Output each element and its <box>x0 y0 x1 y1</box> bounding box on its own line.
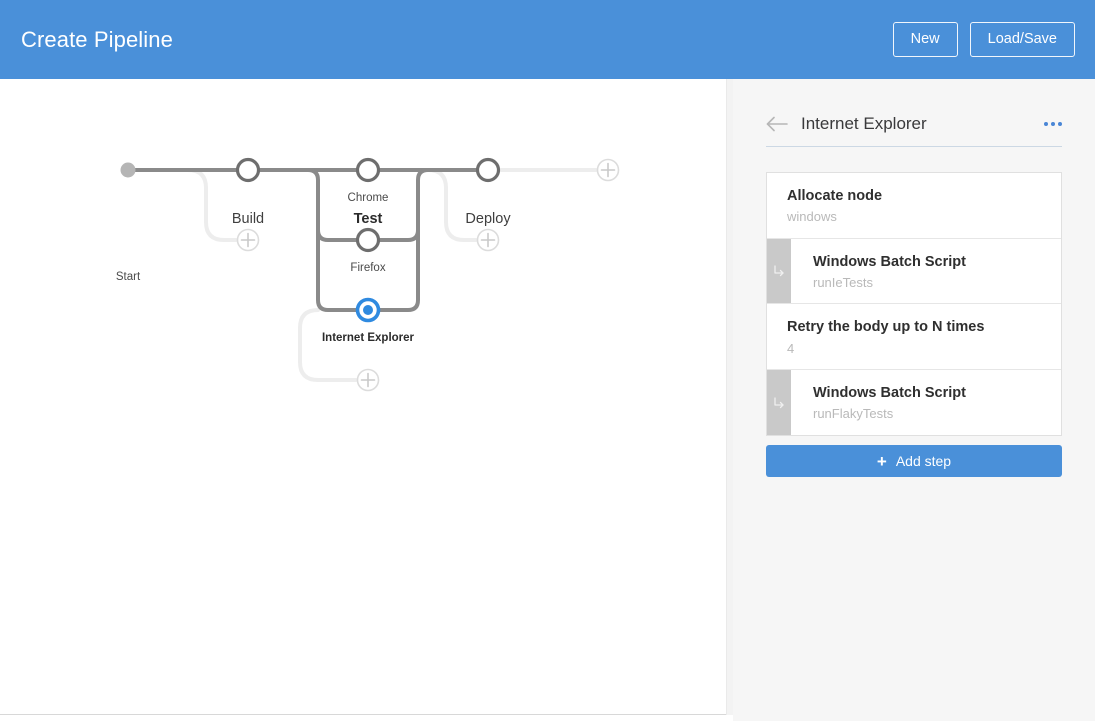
list-item[interactable]: Windows Batch Script runIeTests <box>767 238 1061 305</box>
step-title: Windows Batch Script <box>813 385 966 402</box>
back-arrow-icon[interactable] <box>766 116 788 132</box>
list-item[interactable]: Retry the body up to N times 4 <box>767 304 1061 371</box>
more-options-icon[interactable] <box>1038 118 1062 130</box>
step-subtitle: windows <box>787 209 837 225</box>
panel-header: Internet Explorer <box>766 115 1062 147</box>
step-subtitle: 4 <box>787 340 795 356</box>
nested-arrow-icon <box>774 396 784 408</box>
step-list: Allocate node windows Windows Batch Scri… <box>766 172 1062 436</box>
canvas-scrollbar[interactable] <box>726 79 733 715</box>
kebab-dot <box>1058 121 1062 126</box>
step-subtitle: runIeTests <box>813 274 873 290</box>
stage-label-deploy[interactable]: Deploy <box>465 211 511 227</box>
add-parallel-branch-button[interactable] <box>356 368 380 392</box>
step-title: Windows Batch Script <box>813 253 966 270</box>
pipeline-edges <box>126 168 478 312</box>
step-content: Retry the body up to N times 4 <box>767 304 1061 369</box>
branch-label-internet-explorer[interactable]: Internet Explorer <box>321 332 415 344</box>
stage-label-build[interactable]: Build <box>231 211 265 227</box>
step-title: Allocate node <box>787 188 883 204</box>
add-step-label: Add step <box>895 453 952 469</box>
kebab-dot <box>1044 121 1048 126</box>
new-button[interactable]: New <box>892 22 958 57</box>
step-details-panel: Internet Explorer Allocate node windows … <box>733 79 1095 721</box>
add-stage-after-build-button[interactable] <box>236 228 260 252</box>
step-title: Retry the body up to N times <box>787 319 985 336</box>
load-save-button[interactable]: Load/Save <box>969 22 1075 57</box>
add-step-button[interactable]: + Add step <box>766 445 1062 477</box>
start-label: Start <box>115 271 141 283</box>
stage-node-test-chrome[interactable] <box>355 157 381 183</box>
branch-label-chrome[interactable]: Chrome <box>347 192 389 204</box>
stage-node-deploy[interactable] <box>475 157 501 183</box>
step-content: Windows Batch Script runIeTests <box>791 239 1061 304</box>
branch-node-internet-explorer-selected[interactable] <box>355 297 381 323</box>
stage-node-build[interactable] <box>235 157 261 183</box>
step-content: Windows Batch Script runFlakyTests <box>791 370 1061 435</box>
header-actions: New Load/Save <box>892 22 1075 57</box>
page-title: Create Pipeline <box>21 26 173 52</box>
branch-node-firefox[interactable] <box>355 227 381 253</box>
list-item[interactable]: Windows Batch Script runFlakyTests <box>767 370 1061 435</box>
plus-icon: + <box>876 451 887 471</box>
nested-step-gutter <box>767 370 791 435</box>
step-content: Allocate node windows <box>767 173 1061 238</box>
stage-label-test[interactable]: Test <box>353 211 383 227</box>
nested-step-gutter <box>767 238 791 304</box>
pipeline-canvas[interactable]: Build Test Deploy Start Chrome Firefox I… <box>0 79 732 715</box>
start-node[interactable] <box>120 162 136 178</box>
add-stage-after-deploy-button[interactable] <box>476 228 500 252</box>
nested-arrow-icon <box>774 265 784 277</box>
add-stage-end-button[interactable] <box>596 158 620 182</box>
step-subtitle: runFlakyTests <box>813 406 894 422</box>
app-header-bar: Create Pipeline New Load/Save <box>0 0 1095 79</box>
panel-title: Internet Explorer <box>801 114 927 133</box>
kebab-dot <box>1051 121 1055 126</box>
branch-label-firefox[interactable]: Firefox <box>350 262 386 274</box>
pipeline-graph <box>120 157 620 392</box>
ghost-edges <box>186 168 598 382</box>
list-item[interactable]: Allocate node windows <box>767 173 1061 239</box>
